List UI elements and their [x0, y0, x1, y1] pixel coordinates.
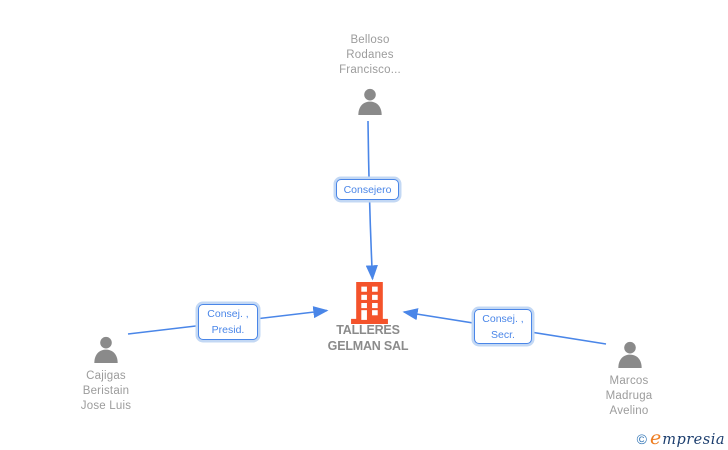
- role-label-text: Presid.: [211, 324, 245, 336]
- person-name-line: Beristain: [82, 385, 130, 397]
- person-node-cajigas[interactable]: Cajigas Beristain Jose Luis: [41, 369, 171, 414]
- role-label-consejero: Consejero: [336, 179, 399, 200]
- edge-top-consejero: [365, 120, 378, 281]
- brand-text: mpresia: [662, 432, 725, 448]
- role-label-text: Secr.: [491, 328, 515, 341]
- role-label-text: Consejero: [343, 183, 392, 196]
- person-icon: [616, 340, 644, 369]
- person-name-line: Avelino: [609, 405, 649, 417]
- empresia-logo[interactable]: © e mpresia: [637, 427, 725, 449]
- role-label-presidente: Consej. , Presid.: [198, 304, 258, 340]
- company-node-talleres-gelman[interactable]: TALLERES GELMAN SAL: [303, 322, 433, 354]
- person-node-belloso[interactable]: Belloso Rodanes Francisco...: [305, 33, 435, 78]
- role-label-secretario: Consej. , Secr.: [474, 309, 532, 344]
- person-name-line: Cajigas: [86, 370, 126, 382]
- person-icon: [92, 335, 120, 364]
- company-name-line: GELMAN SAL: [327, 339, 409, 353]
- role-label-text: Consej. ,: [207, 308, 249, 320]
- company-building-icon[interactable]: [351, 282, 388, 324]
- copyright-icon: ©: [636, 431, 647, 447]
- person-name-line: Belloso: [350, 34, 390, 46]
- brand-letter: e: [649, 427, 662, 449]
- person-name-line: Rodanes: [346, 49, 394, 61]
- company-name-line: TALLERES: [336, 323, 400, 337]
- person-name-line: Madruga: [605, 390, 653, 402]
- role-label-text: Consej. ,: [482, 312, 524, 325]
- person-name-line: Francisco...: [339, 64, 401, 76]
- person-name-line: Jose Luis: [80, 400, 132, 412]
- person-icon: [356, 87, 384, 116]
- person-name-line: Marcos: [609, 375, 649, 387]
- person-node-marcos[interactable]: Marcos Madruga Avelino: [564, 374, 694, 419]
